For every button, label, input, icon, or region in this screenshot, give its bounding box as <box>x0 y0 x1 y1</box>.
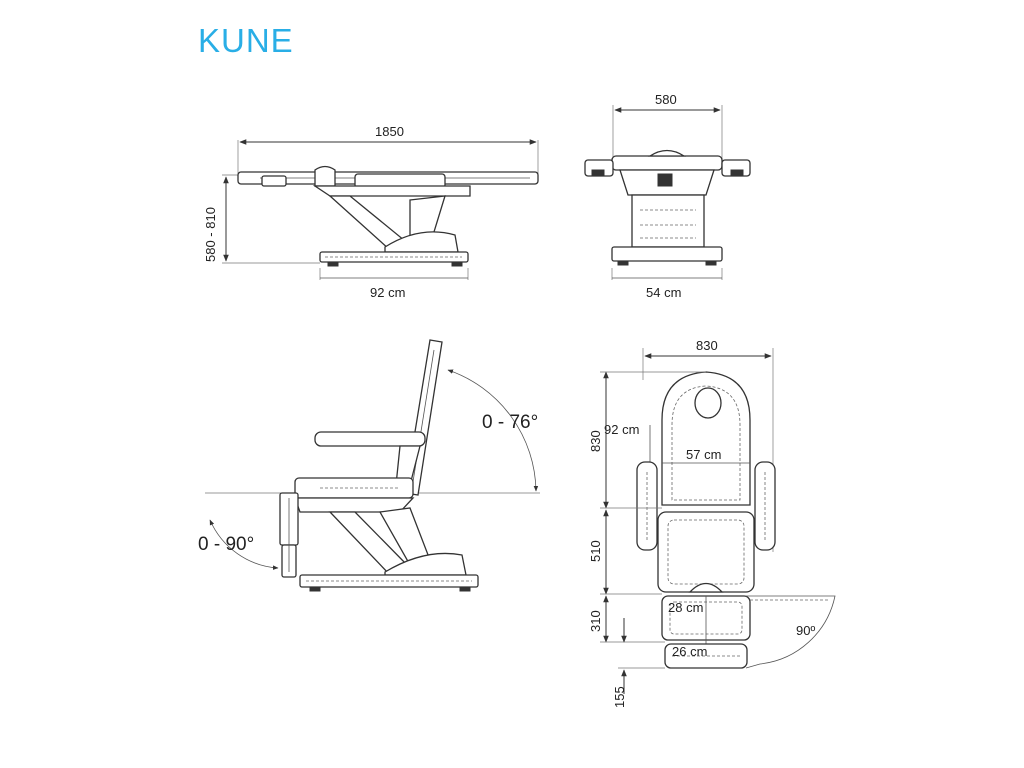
back-angle-label: 0 - 76° <box>482 412 538 433</box>
top-width-label: 830 <box>696 338 718 353</box>
top-backrest <box>661 371 751 506</box>
front-view: 580 54 cm <box>584 92 751 300</box>
side-base <box>319 251 469 263</box>
face-hole <box>694 387 722 419</box>
back-width-label: 57 cm <box>686 447 721 462</box>
seg3-label: 310 <box>588 610 603 632</box>
top-left-armrest <box>636 461 658 551</box>
top-view: 830 92 cm 57 cm 28 cm <box>588 338 836 708</box>
product-title: KUNE <box>198 22 294 59</box>
foot-width-label: 26 cm <box>672 644 707 659</box>
top-right-armrest <box>754 461 776 551</box>
rotation-label: 90º <box>796 623 815 638</box>
chair-view: 0 - 76° 0 - 90° <box>198 339 540 592</box>
seat-width-label: 28 cm <box>668 600 703 615</box>
leg-angle-label: 0 - 90° <box>198 534 254 555</box>
head-length-label: 92 cm <box>604 422 639 437</box>
side-base-label: 92 cm <box>370 285 405 300</box>
side-length-label: 1850 <box>375 124 404 139</box>
top-seat <box>657 511 755 593</box>
top-footrest <box>664 643 748 669</box>
seg1-label: 830 <box>588 430 603 452</box>
front-base-label: 54 cm <box>646 285 681 300</box>
side-height-label: 580 - 810 <box>203 207 218 262</box>
front-width-label: 580 <box>655 92 677 107</box>
seg4-label: 155 <box>612 686 627 708</box>
seg2-label: 510 <box>588 540 603 562</box>
chair-armrest <box>314 431 426 447</box>
side-view: 1850 580 - 810 <box>203 124 539 300</box>
